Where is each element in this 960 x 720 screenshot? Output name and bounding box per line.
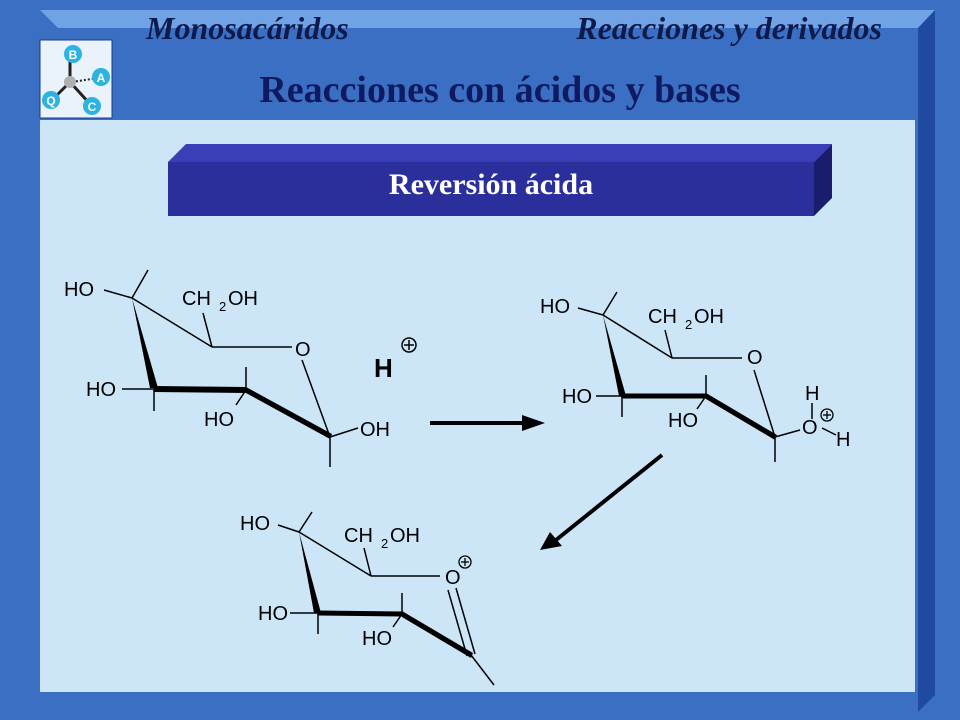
header-left-title: Monosacáridos	[146, 10, 349, 46]
mol1-oh-label: OH	[228, 288, 258, 310]
frame-top-bevel	[40, 10, 935, 28]
mol3-ho-bottom: HO	[362, 628, 392, 650]
mol3-ho-left: HO	[258, 603, 288, 625]
mol2-h-top: H	[805, 383, 819, 405]
logo-letter-q: Q	[46, 94, 55, 108]
mol2-oh-label: OH	[694, 306, 724, 328]
mol2-ho-bottom: HO	[668, 410, 698, 432]
plus-charge-icon	[820, 408, 834, 422]
mol1-oh-anomeric: OH	[360, 419, 390, 441]
mol1-ring-oxygen: O	[295, 339, 311, 361]
plus-charge-icon	[401, 337, 417, 353]
logo-letter-c: C	[88, 100, 97, 114]
mol3-subscript: 2	[381, 536, 388, 551]
reaction-arrow-diagonal	[540, 453, 664, 550]
banner-label: Reversión ácida	[388, 168, 594, 201]
header-right-title: Reacciones y derivados	[576, 10, 882, 46]
molecule-oxocarbenium: HO CH 2 OH O HO HO	[240, 511, 495, 686]
plus-charge-icon	[458, 555, 472, 569]
molecule-protonated: HO CH 2 OH O HO HO O H H	[540, 291, 850, 462]
mol3-ring-oxygen: O	[445, 567, 461, 589]
logo-letter-b: B	[69, 48, 78, 62]
proton-reagent: H	[374, 337, 417, 383]
mol1-ho-top: HO	[64, 279, 94, 301]
mol2-ch2-label: CH	[648, 306, 677, 328]
mol2-oxygen: O	[802, 417, 818, 439]
mol3-oh-label: OH	[390, 525, 420, 547]
page-title: Reacciones con ácidos y bases	[259, 69, 741, 111]
mol1-ch2-label: CH	[182, 288, 211, 310]
frame-right-bevel	[918, 10, 935, 712]
banner	[168, 144, 832, 216]
mol3-ch2-label: CH	[344, 525, 373, 547]
mol3-ho-top: HO	[240, 513, 270, 535]
mol2-subscript: 2	[685, 317, 692, 332]
mol1-subscript: 2	[219, 299, 226, 314]
mol1-ho-bottom: HO	[204, 409, 234, 431]
logo-box: B A C Q	[39, 39, 113, 119]
mol1-ho-left: HO	[86, 379, 116, 401]
reaction-arrow-right	[430, 415, 545, 431]
molecule-glucopyranose: HO CH 2 OH O HO HO OH	[64, 269, 390, 467]
mol2-ho-left: HO	[562, 386, 592, 408]
mol2-ho-top: HO	[540, 296, 570, 318]
mol2-h-right: H	[836, 429, 850, 451]
mol2-ring-oxygen: O	[747, 347, 763, 369]
logo-letter-a: A	[97, 71, 106, 85]
proton-h-label: H	[374, 353, 393, 383]
